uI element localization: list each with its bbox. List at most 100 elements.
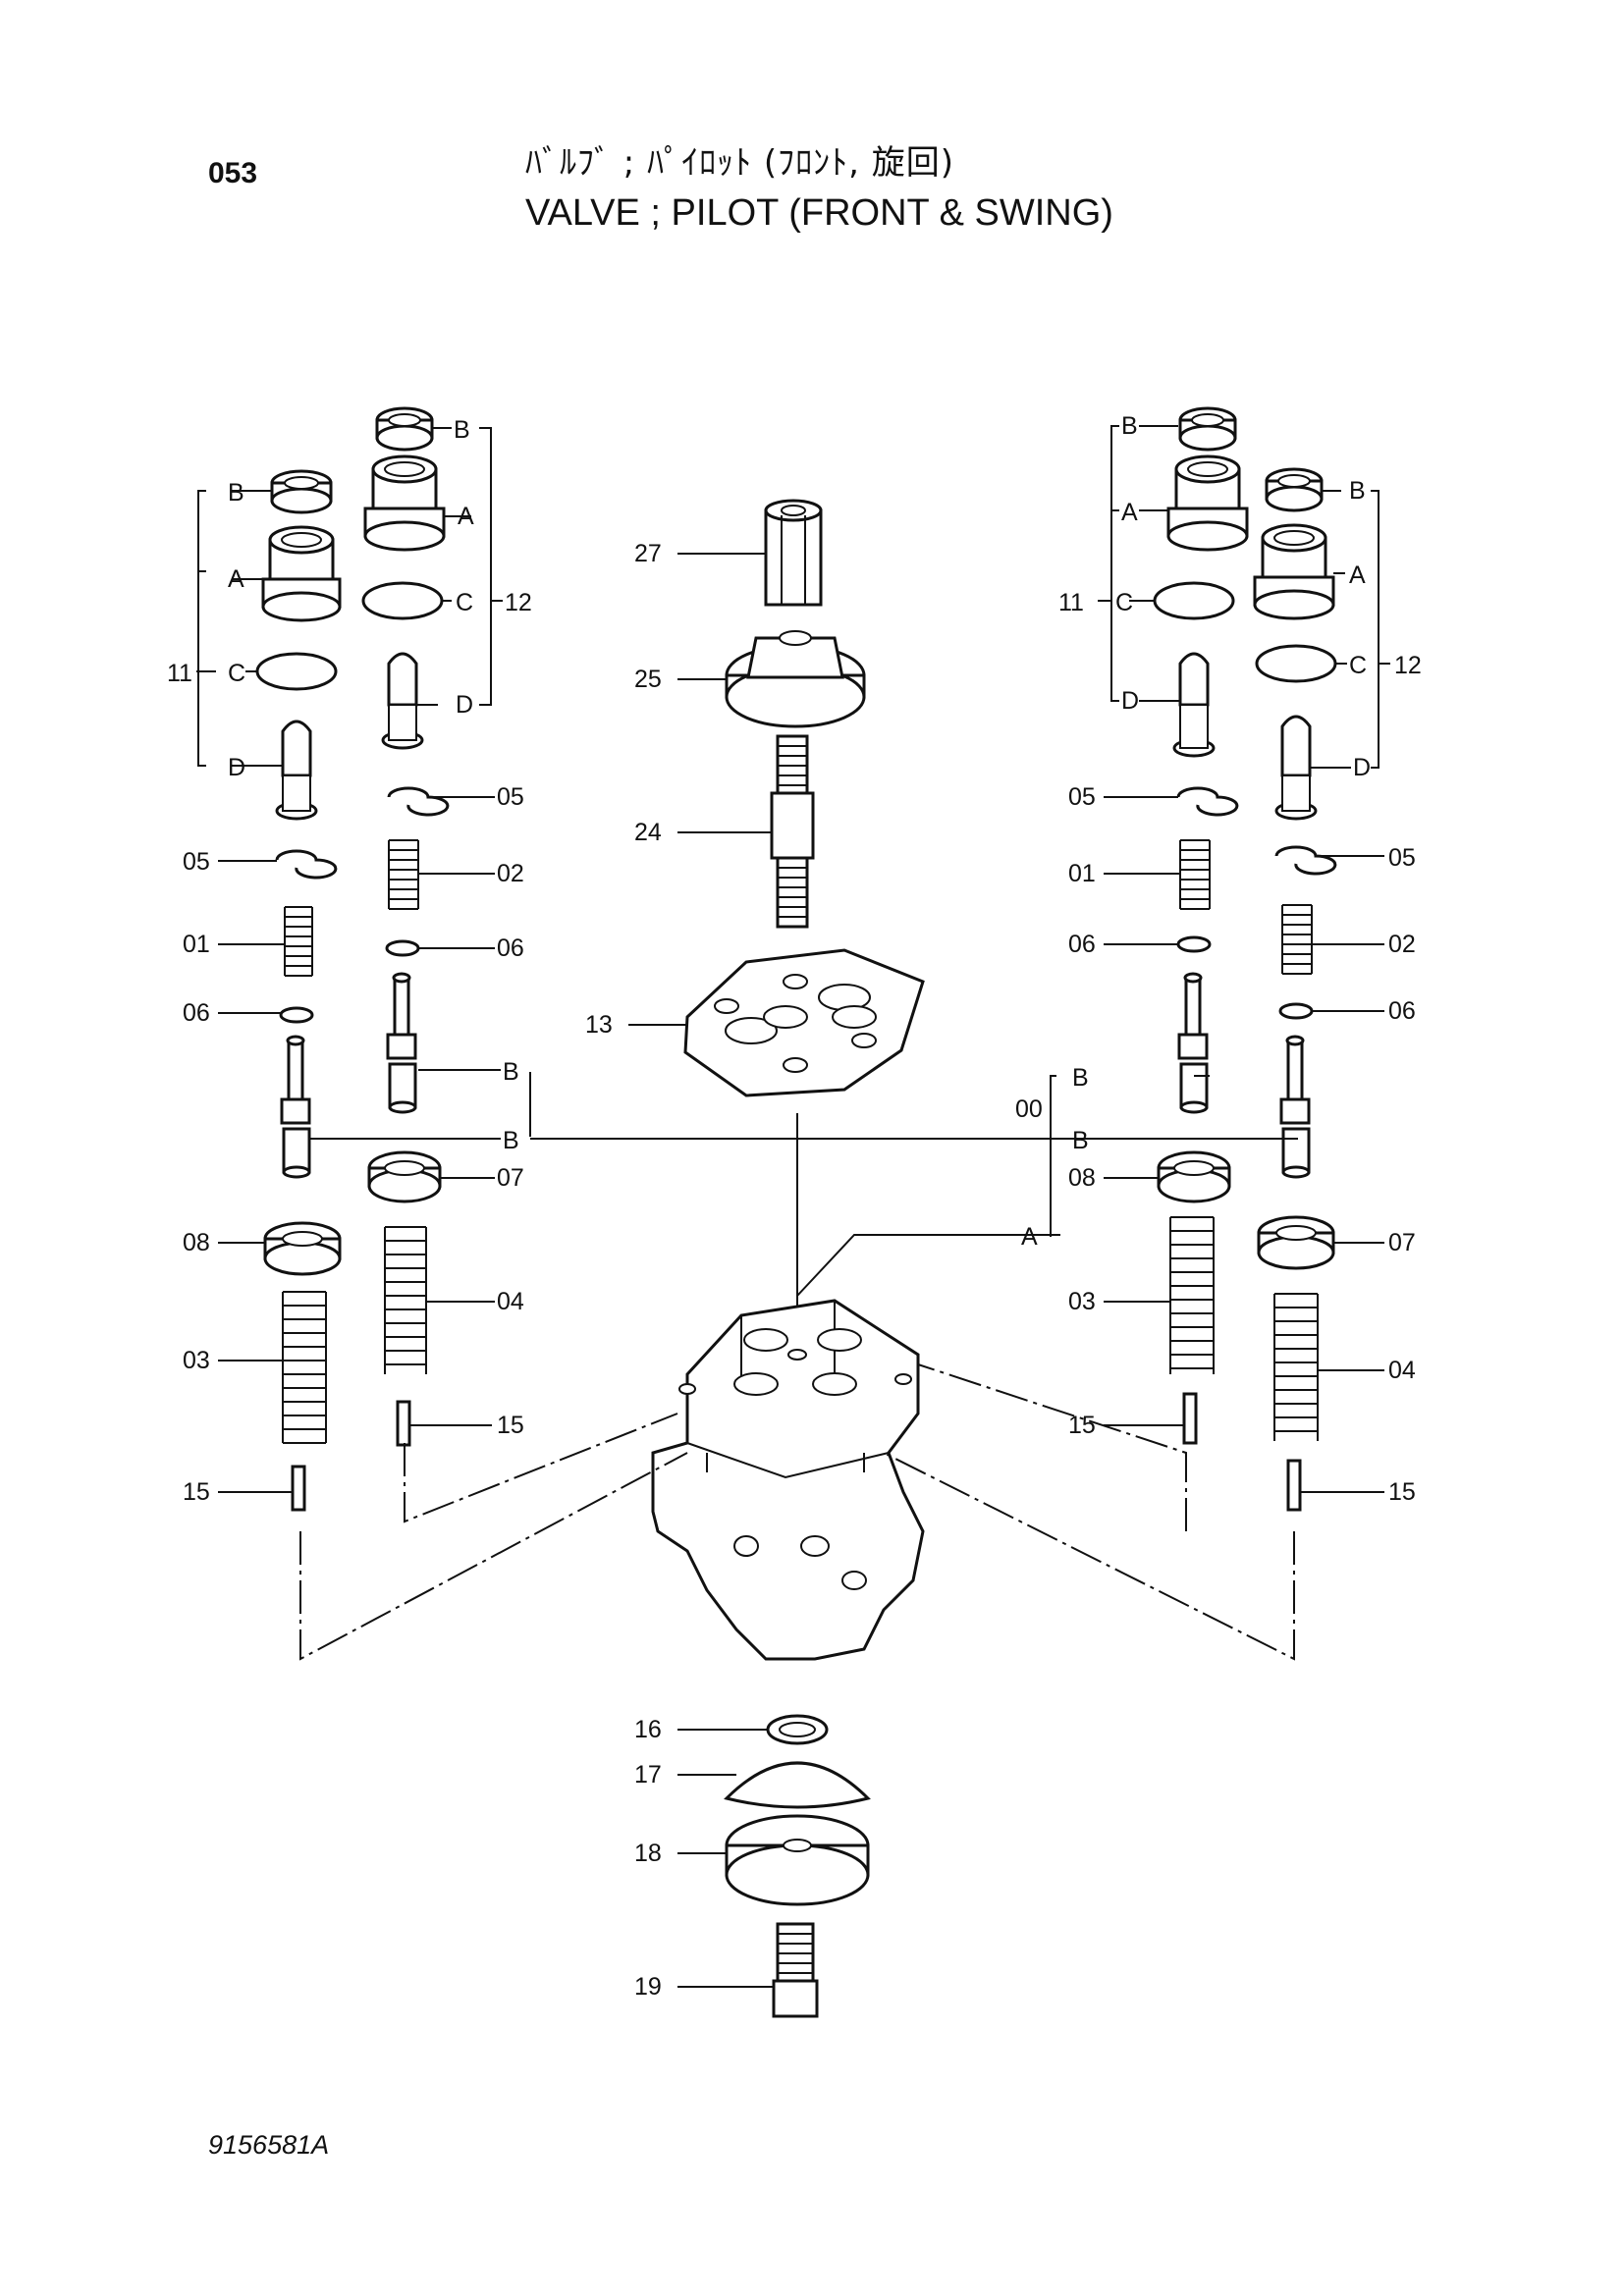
label-l-b-lower: B (503, 1127, 519, 1154)
label-r-a2: A (1349, 561, 1366, 589)
left-sleeve-d-11 (275, 720, 318, 821)
right-spring-03 (1169, 1216, 1215, 1374)
center-seal-16 (766, 1714, 829, 1745)
label-r-05b: 05 (1388, 844, 1416, 872)
label-l-02: 02 (497, 860, 524, 887)
left-body-a-11 (261, 525, 342, 622)
label-r-b-upper: B (1072, 1064, 1089, 1092)
label-l-04: 04 (497, 1288, 524, 1315)
left-spring-03 (282, 1291, 327, 1444)
right-cap-b-11 (1178, 406, 1237, 452)
label-r-a: A (1021, 1223, 1038, 1251)
label-19: 19 (634, 1973, 662, 2001)
label-r-00: 00 (1015, 1095, 1043, 1123)
left-oring-c-11 (255, 652, 338, 691)
valve-body (651, 1299, 925, 1661)
label-18: 18 (634, 1840, 662, 1867)
right-spool-b2 (1279, 1035, 1311, 1179)
assembly-line-2 (299, 1452, 688, 1661)
center-cap-25 (725, 630, 866, 728)
drawing-number: 9156581A (208, 2130, 330, 2160)
label-l-c1: C (228, 660, 245, 687)
left-spring-04 (384, 1226, 427, 1374)
label-r-b2: B (1349, 477, 1366, 505)
right-snap-ring-05b (1274, 845, 1337, 876)
right-pin-15b (1286, 1459, 1302, 1512)
label-24: 24 (634, 819, 662, 846)
right-body-a-11 (1166, 454, 1249, 552)
label-group: B A 11 C D B A C 12 D 05 05 02 01 06 06 … (167, 412, 1422, 2001)
label-l-06b: 06 (497, 934, 524, 962)
left-snap-ring-05a (275, 849, 338, 880)
right-spring-02 (1281, 904, 1313, 975)
left-spring-02 (388, 839, 419, 910)
label-l-08: 08 (183, 1229, 210, 1256)
left-cap-b-12 (375, 406, 434, 452)
label-r-03: 03 (1068, 1288, 1096, 1315)
center-plate-13 (683, 948, 925, 1097)
center-screw-19 (772, 1922, 819, 2018)
left-washer-06b (385, 939, 420, 957)
right-snap-ring-05a (1176, 786, 1239, 817)
label-r-a1: A (1121, 499, 1138, 526)
right-bracket-12 (1310, 490, 1390, 769)
label-r-d1: D (1121, 687, 1139, 715)
label-25: 25 (634, 666, 662, 693)
right-sleeve-d-11 (1172, 652, 1216, 758)
label-l-15b: 15 (497, 1412, 524, 1439)
label-r-06b: 06 (1388, 997, 1416, 1025)
label-r-11: 11 (1058, 589, 1084, 616)
left-bracket-11 (196, 490, 216, 767)
label-16: 16 (634, 1716, 662, 1743)
label-r-08: 08 (1068, 1164, 1096, 1192)
right-pin-15a (1182, 1392, 1198, 1445)
label-r-05a: 05 (1068, 783, 1096, 811)
label-r-12: 12 (1394, 652, 1422, 679)
label-l-12: 12 (505, 589, 532, 616)
center-cover-18 (725, 1814, 870, 1906)
left-spool-b2 (386, 972, 417, 1114)
label-l-b1: B (228, 479, 244, 507)
right-leaders-misc (1050, 796, 1384, 1493)
left-body-a-12 (363, 454, 446, 552)
label-l-a1: A (228, 565, 244, 593)
assembly-line-4 (883, 1452, 1295, 1661)
label-r-d2: D (1353, 754, 1371, 781)
left-bracket-12 (416, 427, 503, 706)
title-english: VALVE ; PILOT (FRONT & SWING) (525, 192, 1113, 234)
right-cap-b-12 (1265, 467, 1324, 512)
label-l-b-upper: B (503, 1058, 519, 1086)
right-nut-07 (1257, 1215, 1335, 1270)
label-l-06a: 06 (183, 999, 210, 1027)
label-l-d2: D (456, 691, 473, 719)
label-l-d1: D (228, 754, 245, 781)
label-l-11: 11 (167, 660, 192, 687)
right-body-a-12 (1253, 523, 1335, 620)
left-sleeve-d-12 (381, 652, 424, 750)
a-leader-line (796, 1234, 1060, 1297)
left-spring-01 (284, 906, 313, 977)
page-number: 053 (208, 157, 258, 189)
left-pin-15b (396, 1400, 411, 1447)
label-r-c1: C (1115, 589, 1133, 616)
right-spring-01 (1179, 839, 1211, 910)
label-17: 17 (634, 1761, 662, 1789)
left-oring-c-12 (361, 581, 444, 620)
assembly-line-1 (404, 1413, 678, 1523)
assembly-line-3 (917, 1363, 1187, 1531)
right-sleeve-d-12 (1274, 715, 1318, 821)
left-leaders-misc (218, 796, 501, 1493)
center-joint-24 (770, 734, 815, 929)
left-nut-07 (367, 1150, 442, 1203)
center-leaders (628, 553, 774, 1988)
left-leaders-11 (232, 490, 283, 767)
label-r-c2: C (1349, 652, 1367, 679)
left-snap-ring-05b (387, 786, 450, 817)
label-l-b2: B (454, 416, 470, 444)
right-washer-06b (1278, 1002, 1314, 1020)
label-r-06a: 06 (1068, 931, 1096, 958)
label-r-15a: 15 (1068, 1412, 1096, 1439)
label-13: 13 (585, 1011, 613, 1039)
